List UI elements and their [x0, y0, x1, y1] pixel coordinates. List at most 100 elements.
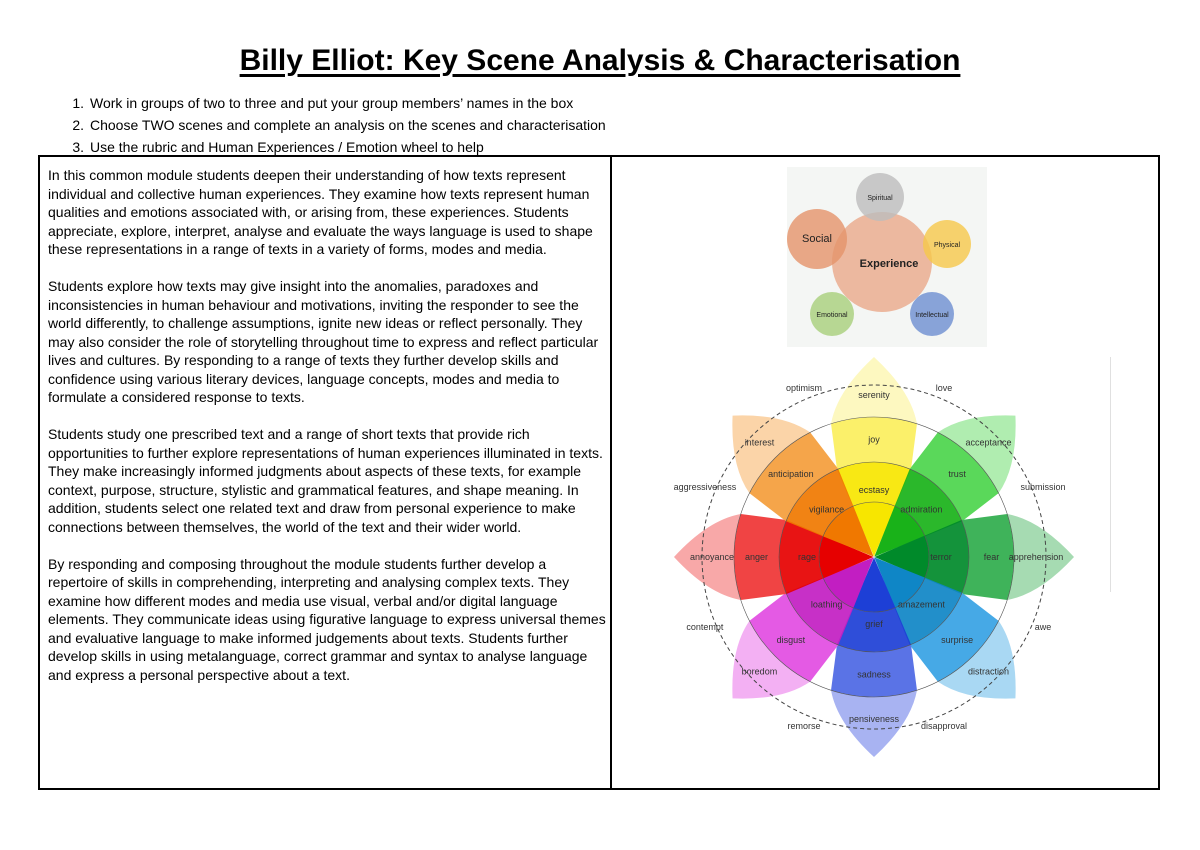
experience-node-label: Spiritual [867, 195, 893, 202]
middle-segment [909, 592, 999, 682]
emotion-label: boredom [742, 667, 778, 677]
inner-segment [852, 557, 896, 612]
dyad-label: contempt [686, 622, 724, 632]
experience-node [923, 220, 971, 268]
experience-node-label: Social [802, 233, 832, 245]
instruction-text: Work in groups of two to three and put y… [90, 95, 574, 111]
emotion-petal: vigilance anticipation interest [732, 415, 874, 557]
emotion-label: amazement [898, 599, 946, 609]
inner-segment [823, 557, 874, 608]
experience-center [832, 212, 932, 312]
inner-ring [778, 461, 970, 653]
emotion-label: sadness [857, 670, 891, 680]
paragraph: Students explore how texts may give insi… [48, 278, 599, 405]
inner-segment [874, 557, 925, 608]
emotion-label: rage [798, 552, 816, 562]
experience-node [910, 292, 954, 336]
emotion-label: pensiveness [849, 714, 900, 724]
content-table: In this common module students deepen th… [38, 155, 1160, 790]
dyad-label: aggressiveness [674, 482, 737, 492]
paragraph: By responding and composing throughout t… [48, 555, 606, 683]
emotion-label: acceptance [966, 437, 1012, 447]
inner-segment [837, 607, 911, 652]
inner-segment [852, 502, 896, 557]
emotion-label: disgust [777, 635, 806, 645]
emotion-label: admiration [900, 505, 942, 515]
emotion-label: surprise [941, 635, 973, 645]
inner-segment [894, 468, 963, 537]
outer-segment [831, 357, 917, 424]
outer-segment [674, 514, 741, 600]
instruction-item: 3. Use the rubric and Human Experiences /… [72, 136, 606, 158]
emotion-label: grief [865, 619, 883, 629]
paragraph: In this common module students deepen th… [48, 167, 593, 257]
column-divider [610, 157, 612, 788]
experience-node [856, 173, 904, 221]
core-ring [818, 501, 930, 613]
middle-segment [909, 432, 999, 522]
outer-segment [831, 690, 917, 757]
emotion-wheel: ecstasy joy serenity admiration trust accepta… [662, 352, 1112, 772]
inner-segment [874, 506, 925, 557]
emotion-petal: ecstasy joy serenity [831, 357, 917, 557]
middle-segment [749, 592, 839, 682]
outer-segment [732, 620, 811, 699]
instruction-text: Use the rubric and Human Experiences / E… [90, 139, 484, 155]
dyad-label: love [936, 383, 953, 393]
instruction-number: 2. [72, 117, 84, 133]
dyad-label: disapproval [921, 721, 967, 731]
experience-node-label: Intellectual [915, 312, 949, 319]
experience-node-label: Physical [934, 242, 961, 249]
experience-node [787, 209, 847, 269]
middle-segment [749, 432, 839, 522]
image-edge [1110, 357, 1111, 592]
emotion-petal: admiration trust acceptance [874, 415, 1016, 557]
page-title: Billy Elliot: Key Scene Analysis & Chara… [239, 44, 961, 77]
outer-segment [937, 620, 1016, 699]
mid-ring [733, 416, 1015, 698]
emotion-label: loathing [811, 599, 843, 609]
outer-segment [937, 415, 1016, 494]
instruction-item: 2. Choose TWO scenes and complete an anal… [72, 114, 606, 136]
outer-segment [732, 415, 811, 494]
inner-segment [779, 520, 824, 594]
inner-segment [785, 468, 854, 537]
instruction-text: Choose TWO scenes and complete an analys… [90, 117, 606, 133]
paragraph: Students study one prescribed text and a… [48, 426, 603, 535]
instruction-list: 1. Work in groups of two to three and put… [72, 92, 606, 158]
emotion-label: fear [984, 552, 1000, 562]
emotion-label: serenity [858, 390, 890, 400]
inner-segment [823, 506, 874, 557]
emotion-label: apprehension [1009, 552, 1064, 562]
emotion-label: vigilance [809, 505, 844, 515]
outer-segment [1007, 514, 1074, 600]
middle-segment [961, 514, 1014, 600]
dyad-label: remorse [787, 721, 820, 731]
middle-segment [734, 514, 787, 600]
emotion-petal: grief sadness pensiveness [831, 557, 917, 757]
instruction-number: 3. [72, 139, 84, 155]
instruction-number: 1. [72, 95, 84, 111]
emotion-label: trust [948, 469, 966, 479]
dyad-ring [701, 384, 1047, 730]
middle-segment [831, 417, 917, 470]
emotion-label: joy [867, 435, 880, 445]
inner-segment [785, 577, 854, 646]
instruction-item: 1. Work in groups of two to three and put… [72, 92, 606, 114]
emotion-petal: loathing disgust boredom [732, 557, 874, 699]
dyad-label: submission [1021, 482, 1066, 492]
emotion-label: ecstasy [859, 485, 890, 495]
emotion-label: anticipation [768, 469, 814, 479]
experience-node [810, 292, 854, 336]
module-description: In this common module students deepen th… [48, 166, 608, 703]
dyad-label: optimism [786, 383, 822, 393]
middle-segment [831, 644, 917, 697]
inner-segment [894, 577, 963, 646]
emotion-label: interest [745, 437, 775, 447]
dyad-label: awe [1035, 622, 1052, 632]
